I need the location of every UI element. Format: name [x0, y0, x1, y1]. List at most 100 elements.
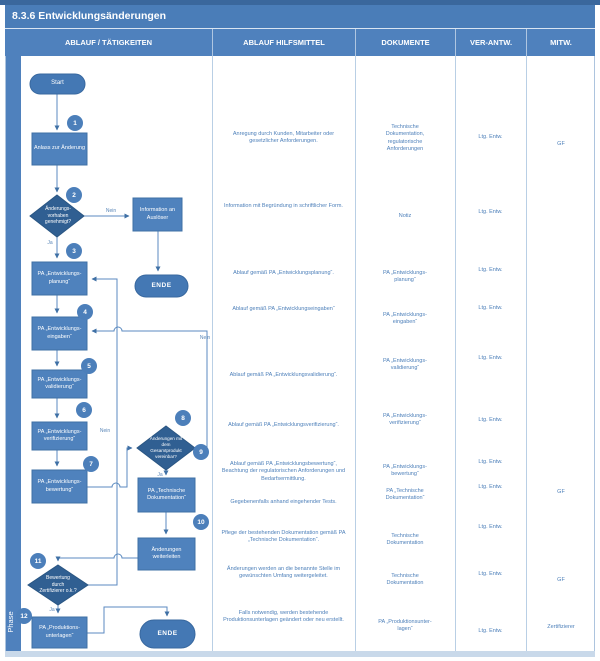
- start-node: [29, 73, 86, 95]
- top-edge: [0, 0, 600, 5]
- nein-label-decision8: Nein: [199, 335, 211, 341]
- dokumente-row6: PA „Entwicklungs-verifizierung“: [383, 413, 427, 427]
- step-circle-2: 2: [66, 187, 82, 203]
- hilfsmittel-row2: Information mit Begründung in schriftlic…: [224, 203, 343, 209]
- decision11-diamond: [27, 564, 89, 606]
- edge-weiterleiten-to-decision11: [55, 553, 138, 562]
- dokumente-row2: Notiz: [398, 213, 412, 219]
- unterlagen-box: [31, 616, 88, 649]
- verantw-row5: Ltg. Entw.: [478, 355, 503, 361]
- decision2-label: Änderungs- vorhaben genehmigt?: [44, 206, 72, 226]
- step-circle-3: 3: [66, 243, 82, 259]
- header-ablauf-taetigkeiten: ABLAUF / TÄTIGKEITEN: [64, 38, 153, 47]
- hilfsmittel-row9: Änderungen werden an die benannte Stelle…: [226, 566, 341, 580]
- techdok-label: PA „Technische Dokumentation“: [147, 487, 186, 501]
- start-label: Start: [51, 80, 64, 87]
- dokumente-row3: PA „Entwicklungs-planung“: [383, 270, 427, 284]
- verantw-row4: Ltg. Entw.: [478, 305, 503, 311]
- step-circle-8: 8: [175, 410, 191, 426]
- hilfsmittel-row3: Ablauf gemäß PA „Entwicklungsplanung“.: [233, 270, 334, 276]
- dokumente-row4: PA „Entwicklungs-eingaben“: [383, 312, 427, 326]
- header-ver-antw: VER-ANTW.: [455, 29, 526, 56]
- page-title: 8.3.6 Entwicklungsänderungen: [5, 5, 595, 28]
- step-circle-4: 4: [77, 304, 93, 320]
- ende1-label: ENDE: [151, 281, 172, 289]
- validierung-label: PA „Entwicklungs-validierung“: [37, 376, 82, 390]
- decision11-label: Bewertung durch Zertifizierer o.k.?: [39, 575, 77, 595]
- weiterleiten-box: [137, 537, 196, 571]
- step-circle-7: 7: [83, 456, 99, 472]
- column-divider-3: [455, 56, 456, 651]
- dokumente-row9: Technische Dokumentation: [386, 573, 424, 587]
- bewertung-label: PA „Entwicklungs-bewertung“: [37, 479, 82, 493]
- ende1-node: [134, 274, 189, 298]
- verifizierung-box: [31, 421, 88, 451]
- bewertung-box: [31, 469, 88, 504]
- step-circle-10: 10: [193, 514, 209, 530]
- hilfsmittel-row1: Anregung durch Kunden, Mitarbeiter oder …: [232, 131, 335, 145]
- dokumente-row10: PA „Produktionsunter-lagen“: [378, 619, 432, 633]
- step-circle-5: 5: [81, 358, 97, 374]
- step-circle-6: 6: [76, 402, 92, 418]
- mitw-row1: GF: [557, 141, 565, 147]
- dokumente-row1: Technische Dokumentation, regulatorische…: [385, 124, 425, 153]
- ja-label-decision8: Ja: [157, 472, 163, 478]
- table-body-frame: [5, 56, 595, 651]
- step-circle-9: 9: [193, 444, 209, 460]
- column-divider-2: [355, 56, 356, 651]
- verantw-row3: Ltg. Entw.: [478, 267, 503, 273]
- verantw-row2: Ltg. Entw.: [478, 209, 503, 215]
- header-ablauf-hilfsmittel: ABLAUF HILFSMITTEL: [212, 29, 355, 56]
- verantw-row1: Ltg. Entw.: [478, 134, 503, 140]
- verantw-row10: Ltg. Entw.: [478, 628, 503, 634]
- ja-label-decision11: Ja: [49, 607, 55, 613]
- hilfsmittel-row4: Ablauf gemäß PA „Entwicklungseingaben“: [232, 306, 335, 312]
- hilfsmittel-row5: Ablauf gemäß PA „Entwicklungsvalidierung…: [229, 372, 338, 378]
- hilfsmittel-row10: Falls notwendig, werden bestehende Produ…: [223, 610, 344, 624]
- planung-label: PA „Entwicklungs-planung“: [37, 271, 82, 285]
- nein-label-decision2: Nein: [105, 208, 117, 214]
- dokumente-row5: PA „Entwicklungs-validierung“: [383, 358, 427, 372]
- mitw-row9: GF: [557, 577, 565, 583]
- anlass-label: Anlass zur Änderung: [33, 145, 86, 152]
- step-circle-12: 12: [16, 608, 32, 624]
- verifizierung-label: PA „Entwicklungs-verifizierung“: [37, 428, 82, 442]
- info-ausloeser-label: Information an Auslöser: [139, 207, 176, 221]
- phase-strip: [6, 56, 21, 651]
- hilfsmittel-row7a: Ablauf gemäß PA „Entwicklungsbewertung“,…: [221, 461, 346, 482]
- verantw-row7a: Ltg. Entw.: [478, 459, 503, 465]
- eingaben-label: PA „Entwicklungs-eingaben“: [37, 326, 82, 340]
- eingaben-box: [31, 316, 88, 351]
- edge-unterlagen-to-ende2: [87, 606, 170, 634]
- column-divider-1: [212, 56, 213, 651]
- decision8-diamond: [136, 425, 196, 471]
- info-ausloeser-box: [132, 197, 183, 232]
- verantw-row7b: Ltg. Entw.: [478, 484, 503, 490]
- planung-box: [31, 261, 88, 296]
- header-dokumente: DOKUMENTE: [355, 29, 455, 56]
- decision2-diamond: [29, 194, 85, 238]
- hilfsmittel-row8: Pflege der bestehenden Dokumentation gem…: [221, 530, 346, 544]
- hilfsmittel-row6: Ablauf gemäß PA „Entwicklungsverifizieru…: [228, 422, 339, 428]
- step-circle-11: 11: [30, 553, 46, 569]
- dokumente-row8: Technische Dokumentation: [386, 533, 424, 547]
- mitw-row10: Zertifizierer: [547, 624, 575, 630]
- dokumente-row7a: PA „Entwicklungs-bewertung“: [383, 464, 427, 478]
- anlass-box: [31, 132, 88, 166]
- nein-label-decision11: Nein: [99, 428, 111, 434]
- weiterleiten-label: Änderungen weiterleiten: [151, 546, 182, 560]
- dokumente-row7b: PA „Technische Dokumentation“: [385, 488, 425, 502]
- decision8-label: Änderungen mit dem Gesamtprodukt vereinb…: [149, 436, 183, 459]
- ende2-node: [139, 619, 196, 649]
- unterlagen-label: PA „Produktions-unterlagen“: [39, 625, 80, 639]
- mitw-row7: GF: [557, 489, 565, 495]
- verantw-row9: Ltg. Entw.: [478, 571, 503, 577]
- verantw-row8: Ltg. Entw.: [478, 524, 503, 530]
- edge-decision11-nein-to-planung: [88, 276, 118, 586]
- step-circle-1: 1: [67, 115, 83, 131]
- edge-bewertung-to-decision8: [87, 445, 133, 488]
- validierung-box: [31, 369, 88, 399]
- column-divider-4: [526, 56, 527, 651]
- hilfsmittel-row7b: Gegebenenfalls anhand eingehender Tests.: [230, 499, 337, 505]
